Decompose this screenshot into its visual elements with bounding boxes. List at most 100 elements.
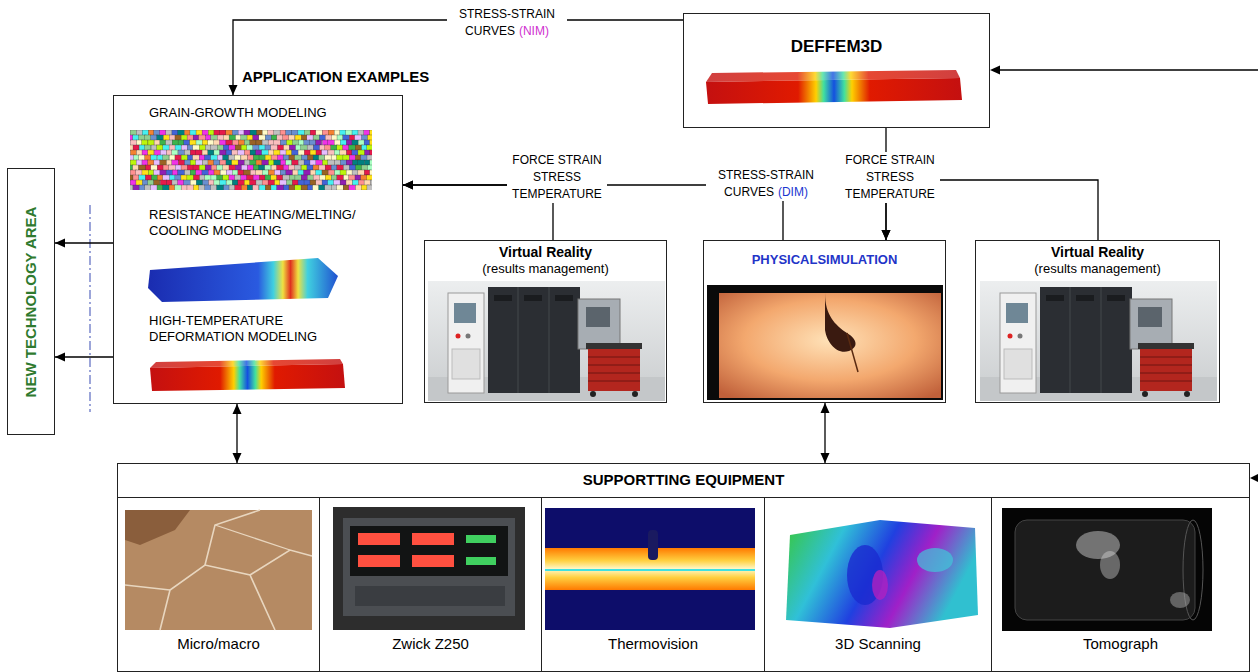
grain-mosaic xyxy=(223,155,229,160)
deformation-bar xyxy=(150,359,345,391)
box-title: Virtual Reality xyxy=(976,244,1219,262)
testing-machine-display xyxy=(466,557,496,565)
micrograph xyxy=(125,510,312,630)
micrograph xyxy=(125,585,170,590)
grain-mosaic xyxy=(175,185,182,190)
grain-mosaic xyxy=(325,175,331,180)
grain-mosaic xyxy=(301,175,307,180)
method-tag: (DIM) xyxy=(778,185,808,199)
box-subtitle: (results management) xyxy=(425,261,666,277)
grain-mosaic xyxy=(181,135,188,140)
grain-mosaic xyxy=(175,135,182,141)
grain-mosaic xyxy=(175,165,181,170)
grain-mosaic xyxy=(319,155,325,160)
grain-mosaic xyxy=(274,130,281,136)
grain-mosaic xyxy=(214,150,220,155)
scan-model xyxy=(786,520,978,628)
grain-mosaic xyxy=(295,185,302,190)
grain-mosaic xyxy=(157,165,164,170)
simulation-bar xyxy=(706,70,962,104)
grain-mosaic xyxy=(361,165,368,170)
grain-mosaic xyxy=(304,170,311,175)
equipment-cell: Micro/macro xyxy=(118,497,319,671)
grain-mosaic xyxy=(241,165,247,170)
grain-mosaic xyxy=(256,160,262,165)
model-box: DEFFEM3D xyxy=(683,13,990,128)
grain-mosaic xyxy=(337,185,344,190)
tomograph-image xyxy=(1100,551,1120,579)
grain-mosaic xyxy=(160,180,167,185)
grain-mosaic xyxy=(301,145,308,151)
grain-mosaic xyxy=(367,135,372,141)
grain-mosaic xyxy=(235,185,242,190)
grain-mosaic xyxy=(319,165,326,170)
grain-mosaic xyxy=(193,155,201,160)
incoming-arrow xyxy=(1250,474,1258,482)
grain-mosaic xyxy=(178,130,185,135)
heating-bar xyxy=(148,258,338,302)
grain-mosaic xyxy=(307,135,313,141)
equipment-cell: Thermovision xyxy=(541,497,764,671)
grain-mosaic xyxy=(349,185,356,190)
grain-mosaic xyxy=(217,185,225,190)
grain-mosaic xyxy=(310,140,316,145)
grain-mosaic xyxy=(328,160,335,165)
equipment-label: 3D Scanning xyxy=(765,635,991,654)
grain-mosaic xyxy=(313,185,320,190)
grain-mosaic xyxy=(265,165,271,170)
grain-mosaic xyxy=(241,185,248,190)
grain-mosaic xyxy=(316,130,323,136)
grain-mosaic xyxy=(220,170,226,176)
grain-mosaic xyxy=(130,185,133,190)
grain-mosaic xyxy=(295,155,303,160)
grain-mosaic xyxy=(172,140,179,145)
grain-mosaic xyxy=(226,130,233,135)
grain-mosaic xyxy=(196,170,203,176)
grain-mosaic xyxy=(169,165,176,170)
vr-box: Virtual Reality(results management) xyxy=(975,240,1220,403)
method-tag: (NIM) xyxy=(519,24,549,38)
vr-photo xyxy=(428,281,665,401)
testing-machine-display xyxy=(412,533,454,545)
vr-photo xyxy=(980,281,1217,401)
grain-mosaic xyxy=(274,140,281,145)
group-heading: APPLICATION EXAMPLES xyxy=(242,68,502,87)
thermal-image xyxy=(545,569,755,571)
thermal-image xyxy=(648,530,658,560)
grain-mosaic xyxy=(268,150,274,156)
grain-mosaic xyxy=(346,180,353,185)
micrograph xyxy=(125,510,312,630)
grain-mosaic xyxy=(280,140,287,145)
arrowhead xyxy=(55,353,65,362)
grain-mosaic xyxy=(253,145,259,151)
grain-mosaic xyxy=(175,145,181,150)
equipment-label: Thermovision xyxy=(542,635,764,654)
arrowhead xyxy=(821,403,830,413)
panel-title: SUPPORTTING EQUIPMENT xyxy=(118,471,1249,490)
grain-mosaic xyxy=(286,130,292,135)
grain-mosaic xyxy=(238,140,244,145)
equipment-label: Micro/macro xyxy=(118,635,319,654)
arrowhead xyxy=(403,181,413,190)
grain-mosaic xyxy=(184,140,191,145)
grain-mosaic xyxy=(280,180,287,186)
grain-mosaic xyxy=(202,150,208,155)
testing-machine-display xyxy=(412,555,454,567)
connector xyxy=(55,353,113,362)
scan-model xyxy=(872,570,888,600)
physical-simulation-photo xyxy=(707,285,943,400)
grain-mosaic xyxy=(139,175,146,181)
grain-mosaic xyxy=(307,145,314,150)
example-label: HIGH-TEMPERATURE DEFORMATION MODELING xyxy=(149,313,379,346)
grain-mosaic xyxy=(259,155,266,161)
grain-mosaic xyxy=(160,170,166,175)
grain-mosaic xyxy=(196,150,203,155)
grain-mosaic xyxy=(169,145,175,151)
grain-mosaic xyxy=(313,165,320,170)
grain-mosaic xyxy=(178,180,185,185)
grain-mosaic xyxy=(283,135,290,141)
grain-mosaic xyxy=(334,180,341,185)
micrograph xyxy=(250,550,312,575)
box-title: Virtual Reality xyxy=(425,244,666,262)
grain-mosaic xyxy=(298,130,305,135)
